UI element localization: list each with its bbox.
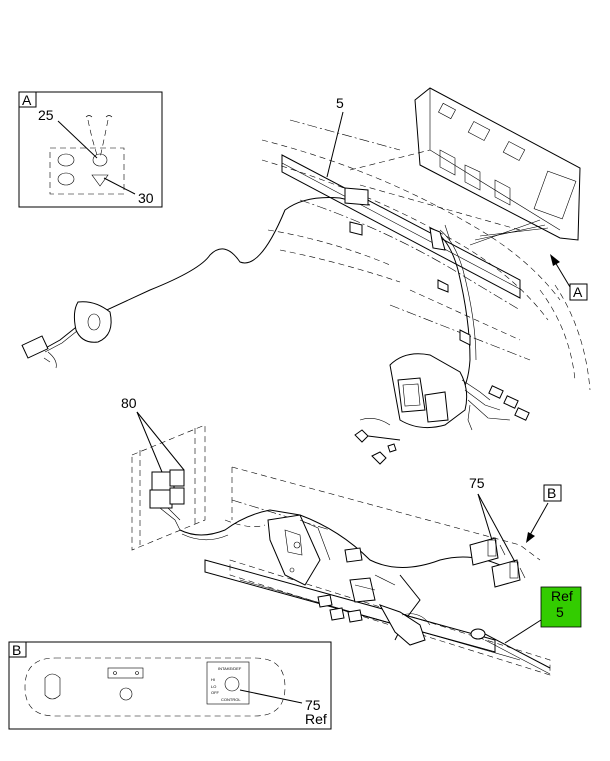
panel-bottom-text: CONTROL — [221, 697, 241, 702]
callout-30: 30 — [138, 190, 154, 206]
ref-5-box: Ref 5 — [504, 586, 582, 644]
ref-5-line1: Ref — [551, 588, 573, 604]
instrument-cluster — [349, 87, 581, 246]
switch-bracket — [267, 514, 331, 586]
callout-75-ref-number: 75 — [305, 697, 321, 713]
panel-text-b: LO — [211, 684, 216, 689]
view-b-arrow: B — [526, 484, 562, 543]
sensor-connector — [21, 335, 57, 369]
detail-b-letter: B — [12, 642, 21, 658]
heater-control-panel: INTAKE/DEF HI LO OFF CONTROL — [206, 661, 250, 705]
relay-80 — [149, 469, 185, 531]
panel-top-text: INTAKE/DEF — [218, 666, 242, 671]
panel-text-c: OFF — [211, 690, 220, 695]
callout-80: 80 — [121, 395, 137, 411]
upper-dash-assembly: 5 — [21, 87, 591, 401]
arrow-a-letter: A — [573, 284, 583, 300]
grommet — [73, 301, 112, 343]
callout-75-ref-text: Ref — [305, 711, 327, 727]
callout-75: 75 — [469, 475, 485, 491]
arrow-b-letter: B — [547, 485, 556, 501]
center-connector-bracket — [354, 353, 530, 465]
lower-assembly: 80 — [121, 395, 551, 676]
ref-5-line2: 5 — [556, 604, 564, 620]
detail-b-inset: B INTAKE/DEF HI LO OFF CONTROL 75 Ref — [8, 641, 332, 730]
switches-75 — [469, 537, 526, 588]
detail-a-letter: A — [22, 92, 32, 108]
view-a-arrow: A — [550, 254, 588, 301]
detail-a-inset: A 25 30 — [18, 91, 163, 208]
callout-5: 5 — [336, 95, 344, 111]
callout-25: 25 — [38, 107, 54, 123]
panel-text-a: HI — [211, 677, 215, 682]
